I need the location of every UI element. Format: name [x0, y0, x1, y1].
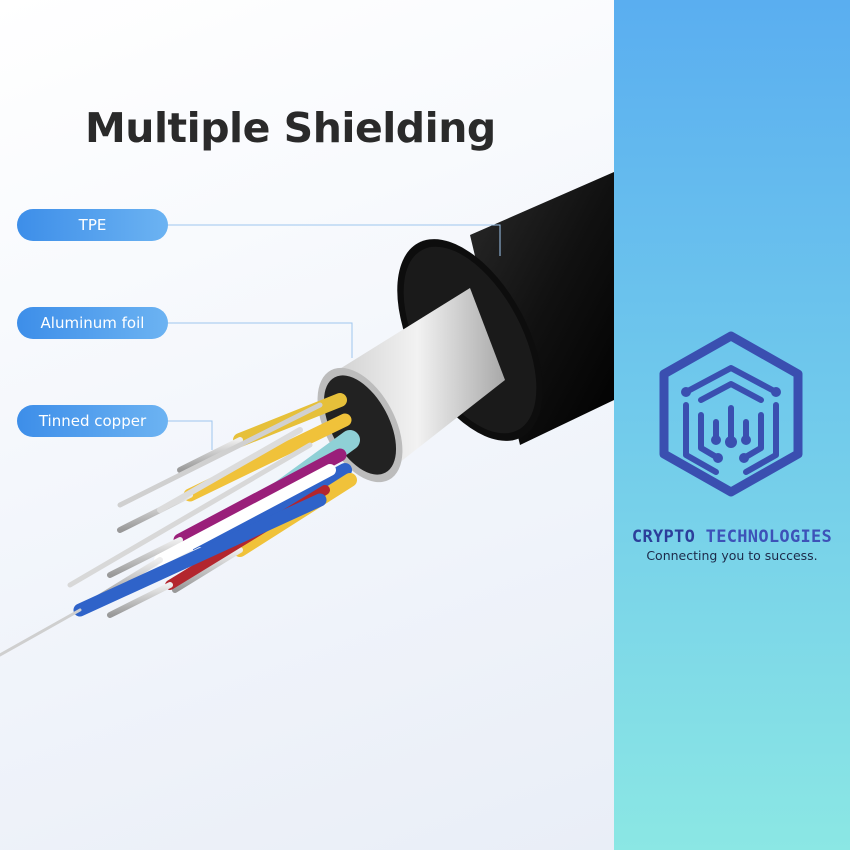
circuit-cube-logo — [659, 331, 803, 497]
product-image-panel: Multiple Shielding TPE Aluminum foil Tin… — [0, 0, 614, 850]
brand-name-part1: CRYPTO — [631, 527, 696, 547]
brand-name-part2: TECHNOLOGIES — [705, 527, 833, 547]
leader-lines — [168, 224, 501, 450]
brand-panel: CRYPTO TECHNOLOGIES Connecting you to su… — [614, 0, 850, 850]
label-aluminum-foil: Aluminum foil — [17, 307, 168, 339]
inner-wires — [0, 393, 360, 657]
brand-name: CRYPTO TECHNOLOGIES — [614, 527, 850, 547]
cable-illustration — [0, 172, 614, 657]
label-tpe: TPE — [17, 209, 168, 241]
brand-tagline: Connecting you to success. — [646, 548, 818, 563]
label-tinned-copper: Tinned copper — [17, 405, 168, 437]
page-title: Multiple Shielding — [85, 104, 496, 152]
